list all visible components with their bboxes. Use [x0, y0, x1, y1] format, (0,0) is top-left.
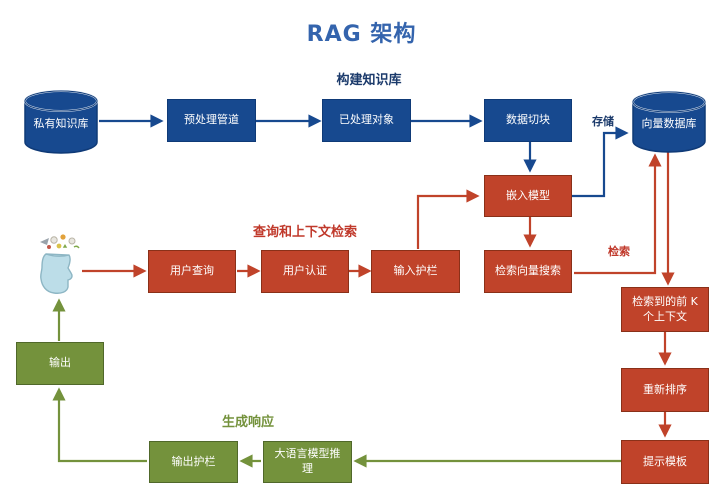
- user-icon-wrap: [28, 232, 90, 296]
- node-output: 输出: [16, 342, 104, 385]
- edge-label-retrieve: 检索: [608, 245, 630, 258]
- node-private-knowledge-base: 私有知识库: [22, 89, 100, 155]
- database-cylinder-icon: [632, 91, 706, 153]
- node-prompt-template: 提示模板: [621, 440, 709, 484]
- node-rerank: 重新排序: [621, 368, 709, 412]
- node-preprocessing-pipeline: 预处理管道: [167, 99, 256, 142]
- node-output-guardrails: 输出护栏: [149, 441, 238, 483]
- node-processed-objects: 已处理对象: [322, 99, 411, 142]
- node-top-k-contexts: 检索到的前 K 个上下文: [621, 287, 709, 332]
- node-label: 嵌入模型: [506, 188, 550, 202]
- node-llm-inference: 大语言模型推理: [263, 441, 352, 483]
- node-vector-database: 向量数据库: [630, 90, 708, 154]
- node-user-authentication: 用户认证: [261, 250, 349, 293]
- node-user-query: 用户查询: [148, 250, 236, 293]
- node-label: 用户查询: [170, 264, 214, 278]
- node-data-chunking: 数据切块: [484, 99, 572, 142]
- page-title: RAG 架构: [306, 22, 417, 47]
- node-label: 用户认证: [283, 264, 327, 278]
- node-label: 重新排序: [643, 382, 687, 396]
- node-retrieval-vector-search: 检索向量搜索: [484, 250, 572, 293]
- edge-label-store: 存储: [592, 115, 614, 128]
- node-label: 大语言模型推理: [274, 447, 341, 475]
- node-label: 检索向量搜索: [495, 264, 561, 278]
- arrow-vector-search-to-vector-db: [574, 153, 662, 275]
- node-label: 输入护栏: [393, 264, 438, 278]
- node-label: 输出: [49, 356, 71, 370]
- node-label: 检索到的前 K 个上下文: [632, 294, 698, 323]
- node-label: 数据切块: [506, 113, 550, 127]
- arrow-output-guard-to-output: [52, 387, 147, 463]
- arrow-input-guard-to-embedding: [416, 189, 480, 249]
- section-header-build: 构建知识库: [336, 73, 402, 88]
- node-input-guardrails: 输入护栏: [371, 250, 460, 293]
- section-header-generate: 生成响应: [221, 415, 274, 430]
- node-label: 已处理对象: [339, 113, 394, 127]
- node-label: 私有知识库: [33, 117, 89, 131]
- node-label: 向量数据库: [641, 117, 697, 131]
- section-header-query: 查询和上下文检索: [252, 225, 357, 240]
- node-label: 预处理管道: [184, 113, 239, 127]
- database-cylinder-icon: [24, 90, 98, 154]
- arrow-embedding-to-vector-db-store: [572, 126, 629, 198]
- node-label: 输出护栏: [171, 454, 216, 468]
- thinking-head-icon: [40, 234, 80, 294]
- node-label: 提示模板: [643, 454, 687, 468]
- node-embedding-model: 嵌入模型: [484, 175, 572, 217]
